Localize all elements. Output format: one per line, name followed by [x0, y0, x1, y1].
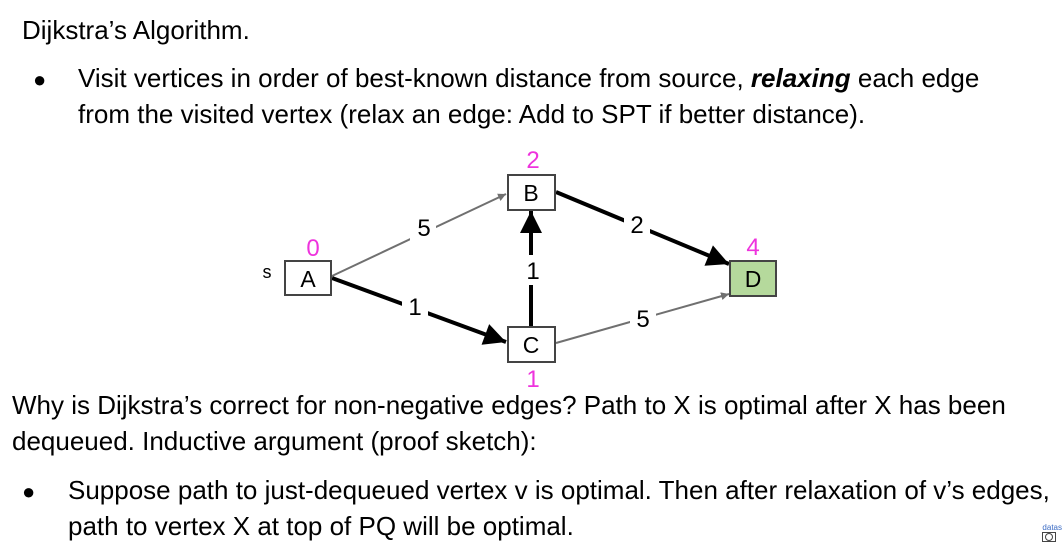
keyword-relaxing: relaxing — [750, 63, 851, 93]
weight-label-cb: 1 — [526, 258, 539, 285]
bullet-text: Suppose path to just-dequeued vertex v i… — [68, 475, 1050, 541]
weight-label-ab: 5 — [417, 215, 430, 242]
bullet-dot-icon: ● — [22, 479, 36, 504]
bullet-text-end: each edge from the visited vertex (relax… — [78, 63, 980, 129]
vertex-c — [507, 326, 556, 363]
cc-license-icon: datas — [1042, 524, 1062, 544]
bullet-text-start: Visit vertices in order of best-known di… — [78, 63, 751, 93]
vertex-d — [729, 260, 777, 297]
footer-logo-text: datas — [1042, 523, 1062, 532]
vertex-a — [284, 260, 332, 296]
vertex-c-label: C — [523, 332, 540, 358]
cc-badge-icon — [1042, 532, 1057, 542]
vertex-d-distance: 4 — [746, 234, 759, 261]
vertex-b-distance: 2 — [526, 147, 539, 174]
source-marker: s — [263, 262, 272, 282]
vertex-b — [507, 174, 556, 211]
correctness-paragraph: Why is Dijkstra’s correct for non-negati… — [12, 390, 1006, 456]
weight-label-bd: 2 — [630, 212, 643, 239]
bullet-dot-icon: ● — [33, 67, 47, 92]
weight-label-ac: 1 — [408, 294, 421, 321]
vertex-a-distance: 0 — [306, 235, 319, 262]
bullet-text: Visit vertices in order of best-known di… — [78, 60, 1038, 132]
vertex-c-distance: 1 — [526, 366, 539, 393]
vertex-d-label: D — [745, 266, 762, 292]
vertex-b-label: B — [523, 180, 538, 206]
vertex-a-label: A — [300, 266, 316, 292]
weight-label-cd: 5 — [636, 306, 649, 333]
slide-title: Dijkstra’s Algorithm. — [22, 15, 250, 45]
